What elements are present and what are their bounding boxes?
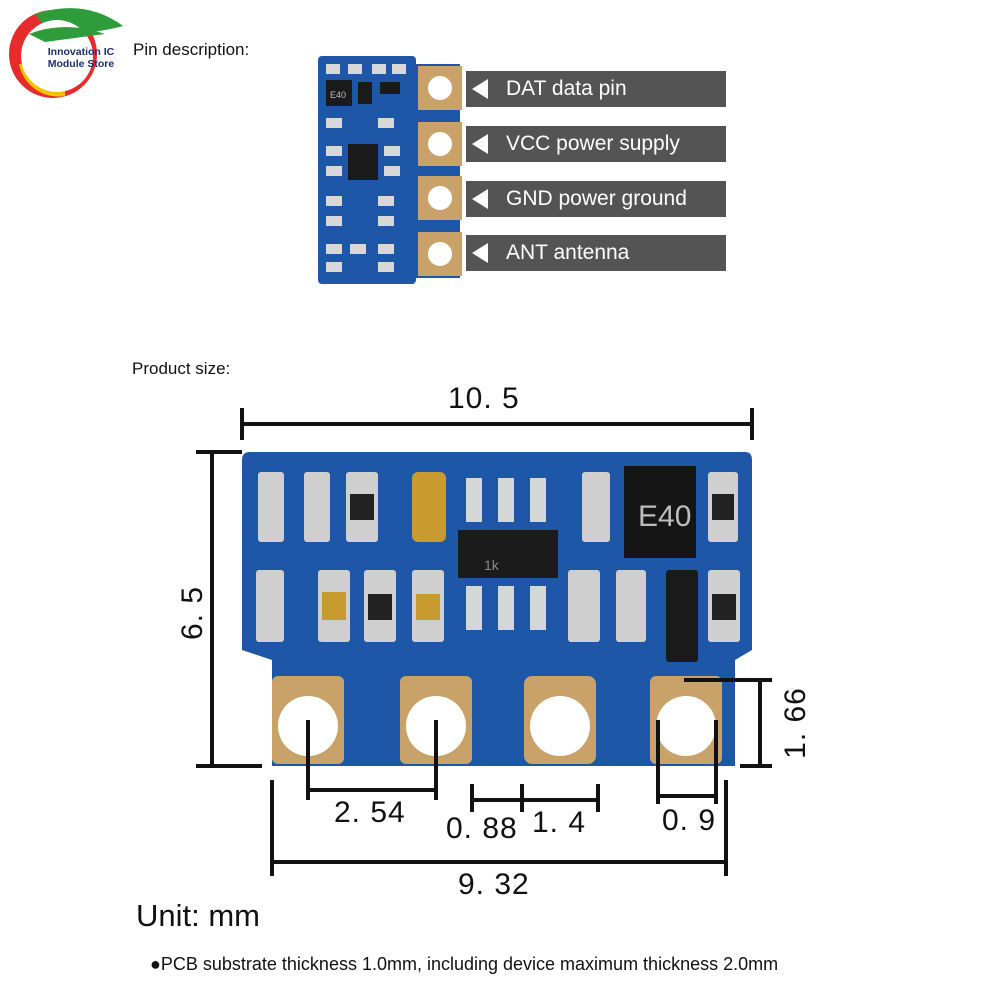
dim-height: 6. 5	[176, 585, 210, 641]
dim-span: 9. 32	[458, 868, 530, 901]
pin-label-text: VCC power supply	[506, 132, 680, 155]
resistor-marking: 1k	[484, 557, 500, 573]
pin-label-text: DAT data pin	[506, 77, 627, 100]
pin-description-title: Pin description:	[133, 40, 250, 59]
dim-pad-gap: 0. 88	[446, 812, 518, 845]
brand-logo: Innovation IC Module Store	[5, 4, 127, 100]
chip-marking: E40	[330, 90, 346, 100]
dim-pitch: 2. 54	[334, 796, 406, 829]
pin-label-ant: ANT antenna	[466, 235, 726, 271]
pin-label-text: ANT antenna	[506, 241, 630, 264]
chip-e40-large	[624, 466, 696, 558]
arrow-left-icon	[472, 243, 488, 263]
arrow-left-icon	[472, 189, 488, 209]
pin-label-dat: DAT data pin	[466, 71, 726, 107]
resistor-1k	[458, 530, 558, 578]
arrow-left-icon	[472, 79, 488, 99]
pin-label-vcc: VCC power supply	[466, 126, 726, 162]
pin-label-text: GND power ground	[506, 187, 687, 210]
pin-label-gnd: GND power ground	[466, 181, 726, 217]
logo-text: Innovation IC Module Store	[35, 46, 127, 70]
dim-pad-height: 1. 66	[778, 687, 812, 759]
logo-line-1: Innovation IC	[47, 46, 115, 58]
dim-hole: 1. 4	[532, 806, 587, 839]
dimension-lines	[196, 408, 772, 876]
pin-pads-large	[272, 676, 722, 764]
chip-e40	[326, 80, 352, 106]
dim-pad-width: 0. 9	[662, 804, 717, 837]
unit-label: Unit: mm	[136, 898, 260, 933]
thickness-note: ●PCB substrate thickness 1.0mm, includin…	[150, 954, 779, 974]
smd-components: 1k E40	[256, 466, 740, 662]
module-top-view: E40	[318, 56, 462, 284]
arrow-left-icon	[472, 134, 488, 154]
product-size-title: Product size:	[132, 359, 231, 378]
logo-line-2: Module Store	[47, 58, 115, 70]
logo-emblem	[9, 8, 123, 98]
dim-width: 10. 5	[448, 382, 520, 415]
chip-marking-large: E40	[638, 500, 691, 533]
